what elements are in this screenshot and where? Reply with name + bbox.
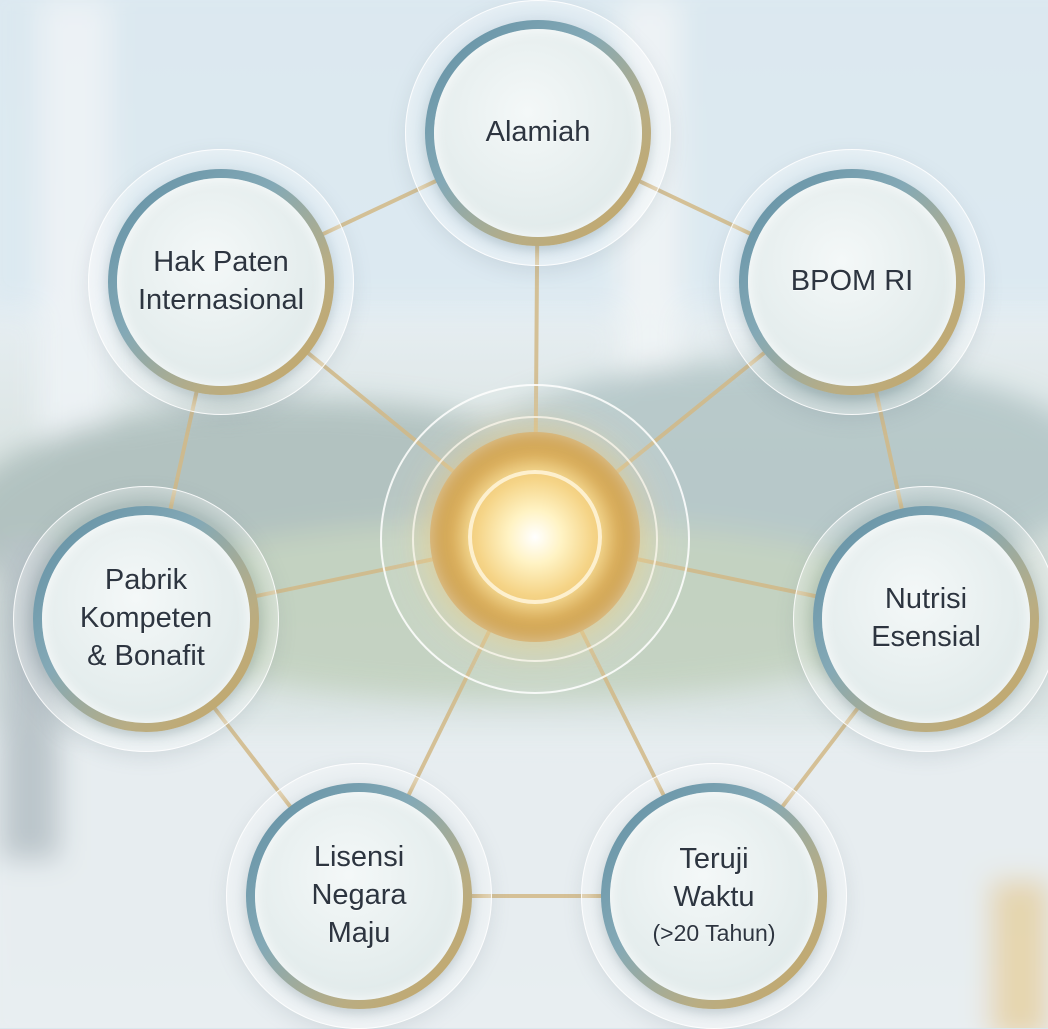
node-label: Nutrisi Esensial bbox=[871, 583, 981, 653]
center-orb-icon bbox=[468, 470, 602, 604]
node-hakpaten: Hak Paten Internasional bbox=[88, 149, 354, 415]
node-label: Hak Paten Internasional bbox=[137, 246, 305, 316]
node-label: BPOM RI bbox=[790, 265, 914, 298]
node-bpom: BPOM RI bbox=[719, 149, 985, 415]
node-alamiah: Alamiah bbox=[405, 0, 671, 266]
node-label: Lisensi Negara Maju bbox=[311, 841, 407, 949]
node-lisensi: Lisensi Negara Maju bbox=[226, 763, 492, 1029]
node-nutrisi: Nutrisi Esensial bbox=[793, 486, 1048, 752]
node-teruji: Teruji Waktu (>20 Tahun) bbox=[581, 763, 847, 1029]
node-label: Teruji Waktu (>20 Tahun) bbox=[652, 843, 776, 947]
center-middle-ring bbox=[412, 416, 658, 662]
node-label: Alamiah bbox=[485, 116, 591, 149]
node-pabrik: Pabrik Kompeten & Bonafit bbox=[13, 486, 279, 752]
node-label: Pabrik Kompeten & Bonafit bbox=[79, 564, 213, 672]
